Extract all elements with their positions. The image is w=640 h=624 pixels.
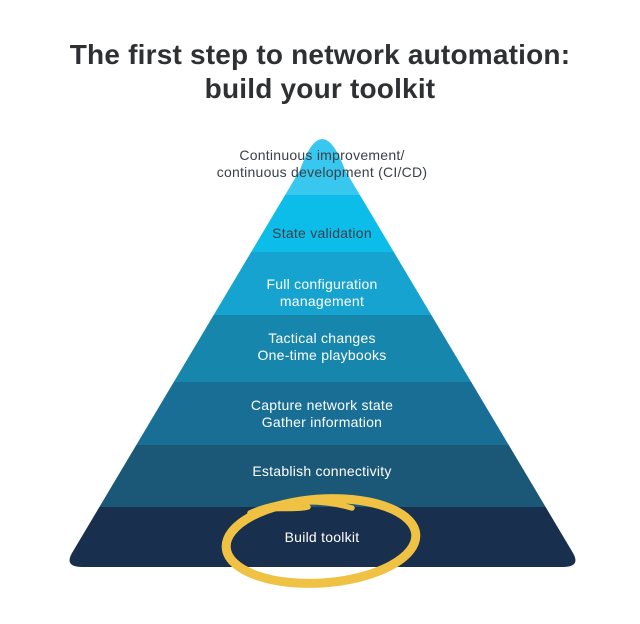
level-text: Tactical changes [268,330,376,346]
highlight-circle-pen-tail [247,499,355,516]
pyramid-level-label-ci-cd: Continuous improvement/ continuous devel… [2,147,640,181]
highlight-circle-ellipse [221,494,421,588]
level-text: Capture network state [250,397,394,413]
level-text: Build toolkit [284,529,360,545]
pyramid-level-label-capture-network-state: Capture network state Gather information [2,397,640,431]
pyramid-level-label-full-configuration: Full configuration management [2,276,640,310]
level-text: Gather information [261,414,383,430]
level-text: Establish connectivity [252,463,392,479]
highlight-circle [221,494,421,588]
level-text: Continuous improvement/ [239,147,405,163]
level-text: management [279,293,365,309]
title-line-1: The first step to network automation: [69,39,571,70]
level-text: Full configuration [266,276,378,292]
pyramid-level-label-build-toolkit: Build toolkit [2,529,640,546]
level-text: One-time playbooks [257,347,387,363]
pyramid-level-label-tactical-changes: Tactical changes One-time playbooks [2,330,640,364]
level-band-state-validation [69,195,576,252]
level-band-build-toolkit [69,507,576,567]
pyramid-level-label-state-validation: State validation [2,225,640,242]
level-text: State validation [272,225,372,241]
title-line-2: build your toolkit [204,73,436,104]
pyramid-level-label-establish-connectivity: Establish connectivity [2,463,640,480]
page-title: The first step to network automation: bu… [0,38,640,106]
level-text: continuous development (CI/CD) [216,164,428,180]
